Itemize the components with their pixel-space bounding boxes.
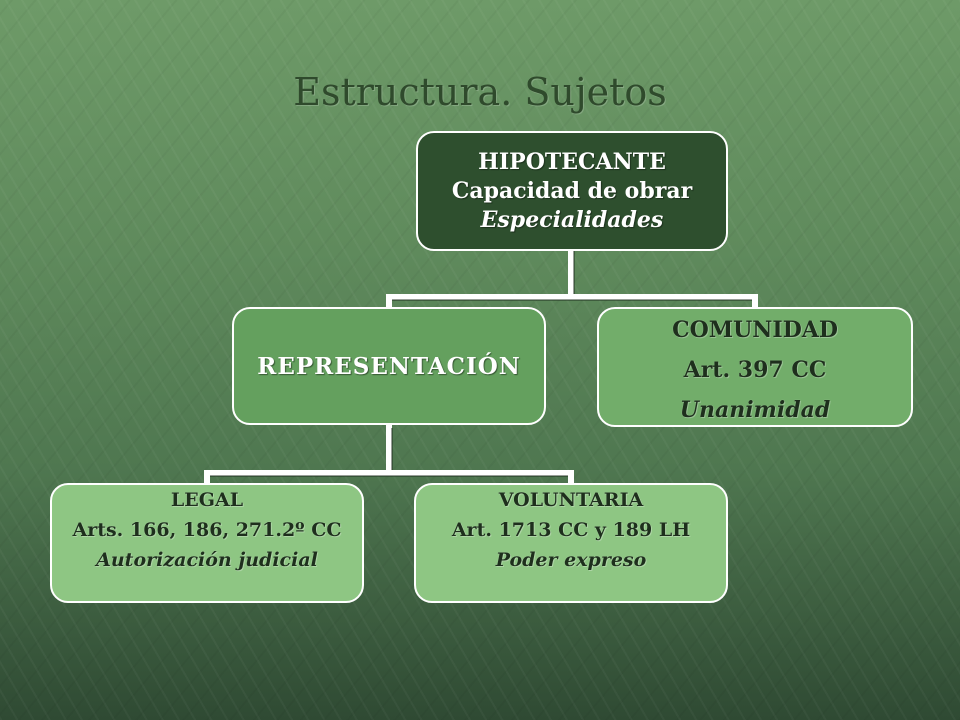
page-title: Estructura. Sujetos	[293, 70, 667, 114]
comunidad-title: COMUNIDAD	[672, 317, 838, 343]
representacion-label: REPRESENTACIÓN	[257, 352, 521, 380]
legal-autorizacion: Autorización judicial	[96, 549, 318, 571]
voluntaria-poder: Poder expreso	[495, 549, 647, 571]
comunidad-article: Art. 397 CC	[683, 357, 827, 383]
node-representacion: REPRESENTACIÓN	[232, 307, 546, 425]
node-legal: LEGAL Arts. 166, 186, 271.2º CC Autoriza…	[50, 483, 364, 603]
comunidad-unanimidad: Unanimidad	[679, 397, 831, 423]
legal-title: LEGAL	[170, 489, 244, 511]
node-comunidad: COMUNIDAD Art. 397 CC Unanimidad	[597, 307, 913, 427]
legal-articles: Arts. 166, 186, 271.2º CC	[72, 519, 342, 541]
node-hipotecante: HIPOTECANTE Capacidad de obrar Especiali…	[416, 131, 728, 251]
voluntaria-articles: Art. 1713 CC y 189 LH	[451, 519, 691, 541]
node-voluntaria: VOLUNTARIA Art. 1713 CC y 189 LH Poder e…	[414, 483, 728, 603]
hipotecante-title: HIPOTECANTE	[478, 148, 666, 175]
hipotecante-especialidades: Especialidades	[480, 206, 664, 233]
voluntaria-title: VOLUNTARIA	[498, 489, 644, 511]
hipotecante-capacidad: Capacidad de obrar	[451, 177, 693, 204]
